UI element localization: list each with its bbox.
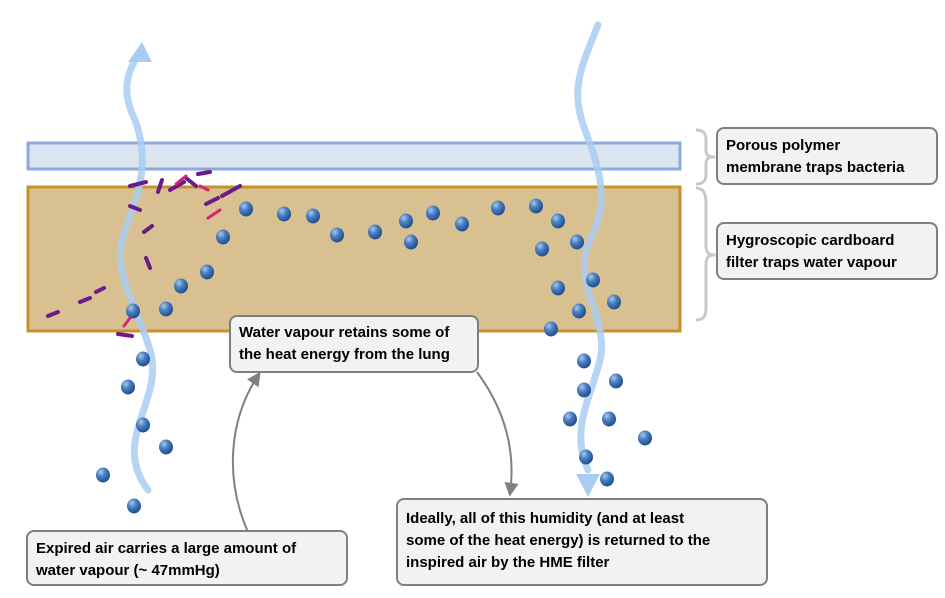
water-droplet bbox=[174, 278, 188, 294]
bacterium bbox=[174, 174, 188, 186]
water-droplet bbox=[330, 227, 344, 243]
water-droplet bbox=[277, 206, 291, 222]
water-droplet bbox=[216, 229, 230, 245]
water-droplet bbox=[306, 208, 320, 224]
bacterium bbox=[46, 310, 60, 318]
water-droplet bbox=[96, 467, 110, 483]
water-droplet bbox=[127, 498, 141, 514]
bacterium bbox=[128, 180, 148, 188]
water-droplet bbox=[544, 321, 558, 337]
water-droplet bbox=[577, 353, 591, 369]
water-droplet bbox=[136, 351, 150, 367]
water-droplet bbox=[404, 234, 418, 250]
membrane-callout: Porous polymer membrane traps bacteria bbox=[716, 127, 938, 185]
water-droplet bbox=[136, 417, 150, 433]
bacterium bbox=[168, 180, 186, 192]
water-droplet bbox=[609, 373, 623, 389]
water-droplet bbox=[426, 205, 440, 221]
water-droplet bbox=[577, 382, 591, 398]
water-droplet bbox=[529, 198, 543, 214]
water-droplet bbox=[551, 280, 565, 296]
filter-callout: Hygroscopic cardboard filter traps water… bbox=[716, 222, 938, 280]
humidity-connector-arrow bbox=[476, 371, 519, 497]
bacterium bbox=[78, 296, 92, 304]
water-droplet bbox=[368, 224, 382, 240]
water-droplet bbox=[607, 294, 621, 310]
expired-airflow-arrow bbox=[116, 42, 157, 494]
water-droplet bbox=[455, 216, 469, 232]
membrane-brace bbox=[695, 128, 716, 186]
bacterium bbox=[156, 178, 164, 194]
water-droplet bbox=[563, 411, 577, 427]
filter-brace bbox=[695, 186, 716, 322]
inspired-airflow-arrowhead bbox=[576, 474, 600, 497]
expired-air-callout: Expired air carries a large amount of wa… bbox=[26, 530, 348, 586]
water-droplet bbox=[491, 200, 505, 216]
bacterium bbox=[204, 196, 220, 206]
bacterium bbox=[184, 176, 198, 188]
water-droplet bbox=[586, 272, 600, 288]
water-droplet bbox=[551, 213, 565, 229]
water-vapour-droplets bbox=[96, 198, 652, 514]
bacterium bbox=[144, 256, 152, 270]
water-droplet bbox=[239, 201, 253, 217]
bacterium bbox=[206, 208, 222, 220]
bacterium bbox=[122, 316, 132, 328]
water-droplet bbox=[638, 430, 652, 446]
bacterium bbox=[94, 286, 106, 294]
bacterium bbox=[220, 184, 242, 198]
water-droplet bbox=[602, 411, 616, 427]
water-droplet bbox=[572, 303, 586, 319]
water-droplet bbox=[570, 234, 584, 250]
water-droplet bbox=[121, 379, 135, 395]
humidity-return-callout: Ideally, all of this humidity (and at le… bbox=[396, 498, 768, 586]
water-droplet bbox=[535, 241, 549, 257]
inspired-airflow-arrow bbox=[574, 21, 606, 497]
bacterium bbox=[196, 170, 212, 176]
bacterium bbox=[142, 224, 154, 234]
bacterium bbox=[116, 332, 134, 338]
water-droplet bbox=[159, 301, 173, 317]
water-droplet bbox=[126, 303, 140, 319]
polymer-membrane-layer bbox=[26, 141, 682, 171]
bacterium bbox=[128, 204, 142, 212]
water-droplet bbox=[159, 439, 173, 455]
heat-connector-arrow bbox=[231, 371, 261, 533]
bacterium bbox=[198, 184, 210, 192]
water-droplet bbox=[200, 264, 214, 280]
water-droplet bbox=[399, 213, 413, 229]
water-droplet bbox=[600, 471, 614, 487]
water-droplet bbox=[579, 449, 593, 465]
heat-callout: Water vapour retains some of the heat en… bbox=[229, 315, 479, 373]
bacteria-cluster bbox=[46, 170, 242, 338]
expired-airflow-arrowhead bbox=[128, 42, 152, 62]
